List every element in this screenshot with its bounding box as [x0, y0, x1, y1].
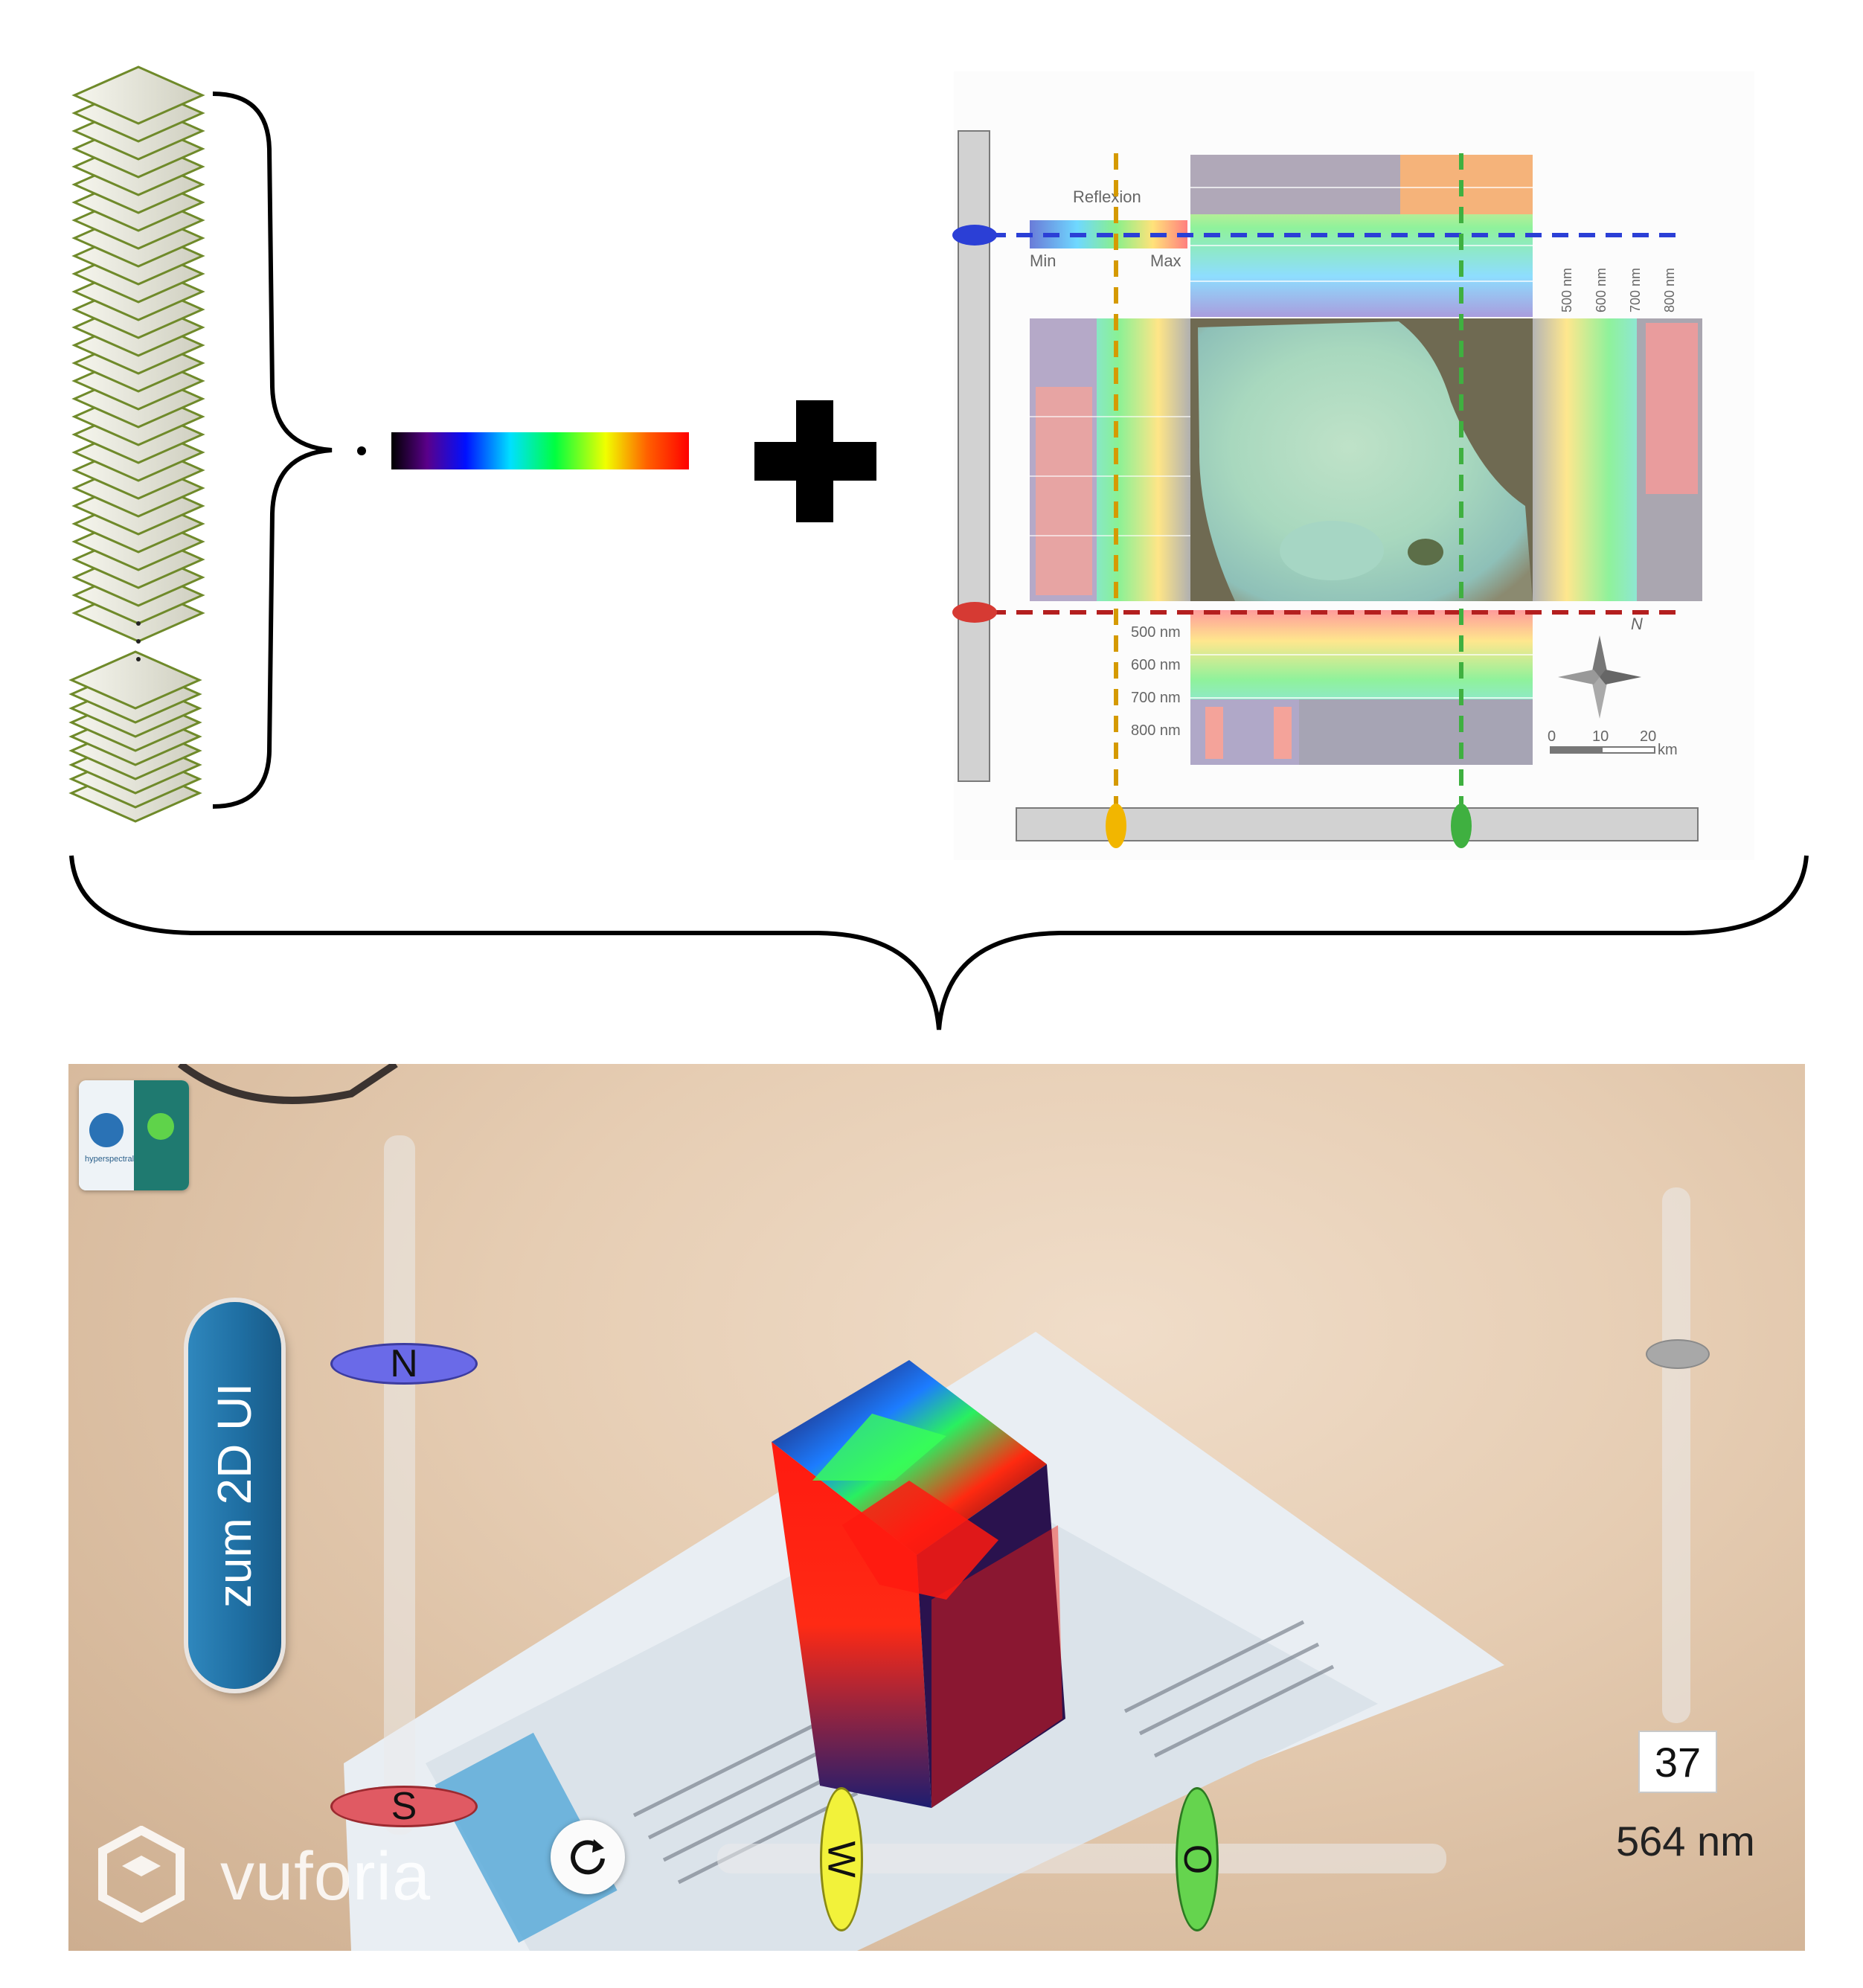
band-slider-handle[interactable] — [1646, 1339, 1710, 1369]
svg-text:600 nm: 600 nm — [1594, 268, 1609, 312]
top-diagram: Reflexion Min Max 500 nm 600 nm 700 nm 8… — [68, 65, 1809, 1030]
reset-rotation-button[interactable] — [551, 1820, 625, 1894]
large-curly-brace-icon — [69, 855, 1809, 1030]
band-slider-track[interactable] — [1662, 1187, 1690, 1723]
svg-text:N: N — [1631, 615, 1643, 633]
west-slider-label: W — [820, 1841, 863, 1878]
red-slider-handle[interactable] — [952, 602, 997, 623]
svg-text:10: 10 — [1592, 728, 1609, 745]
ar-camera-view: hyperspectral N S W O — [68, 1064, 1805, 1951]
stack-ellipsis — [136, 621, 141, 661]
legend-title: Reflexion — [1073, 187, 1141, 206]
svg-text:500 nm: 500 nm — [1131, 624, 1181, 641]
bottom-spectral-image — [1190, 610, 1533, 765]
svg-text:800 nm: 800 nm — [1662, 268, 1677, 312]
blue-slider-handle[interactable] — [952, 225, 997, 246]
paper-text-lines — [632, 1620, 1335, 1885]
south-slider-label: S — [391, 1785, 417, 1828]
south-slider-handle[interactable]: S — [330, 1785, 478, 1828]
plus-icon — [754, 400, 876, 522]
yellow-slider-handle[interactable] — [1106, 804, 1126, 848]
svg-text:600 nm: 600 nm — [1131, 657, 1181, 673]
east-slider-label: O — [1175, 1844, 1219, 1875]
legend-min: Min — [1030, 251, 1056, 270]
left-spectral-image — [1030, 318, 1190, 601]
right-wavelength-labels: 500 nm 600 nm 700 nm 800 nm — [1559, 268, 1677, 312]
band-value-display: 37 — [1638, 1731, 1717, 1793]
svg-text:km: km — [1658, 742, 1678, 758]
svg-text:0: 0 — [1548, 728, 1556, 745]
svg-text:800 nm: 800 nm — [1131, 722, 1181, 739]
curly-brace-icon — [212, 92, 333, 809]
logo-text: hyperspectral — [85, 1155, 135, 1164]
spectral-layer — [68, 650, 202, 710]
app-logo: hyperspectral — [79, 1080, 189, 1190]
compass-rose-icon: N — [1558, 615, 1643, 719]
scale-bar: 0 10 20 km — [1548, 728, 1678, 758]
right-spectral-image — [1533, 318, 1702, 601]
vuforia-logo-icon — [98, 1826, 185, 1923]
spectrum-bar — [391, 432, 689, 469]
band-value: 37 — [1654, 1738, 1702, 1786]
north-slider-handle[interactable]: N — [330, 1342, 478, 1385]
switch-to-2d-button[interactable]: zum 2D UI — [188, 1302, 281, 1689]
reset-rotation-icon — [571, 1839, 605, 1875]
bottom-wavelength-labels: 500 nm 600 nm 700 nm 800 nm — [1131, 624, 1181, 739]
satellite-image — [1190, 318, 1533, 601]
ar-scene — [177, 1064, 1504, 1951]
north-south-slider-track[interactable] — [384, 1135, 415, 1835]
svg-text:700 nm: 700 nm — [1131, 690, 1181, 706]
svg-text:500 nm: 500 nm — [1559, 268, 1574, 312]
green-slider-handle[interactable] — [1451, 804, 1472, 848]
west-slider-handle[interactable]: W — [820, 1787, 863, 1931]
legend-max: Max — [1150, 251, 1181, 270]
spectral-layer — [71, 65, 205, 125]
horizontal-slider-track[interactable] — [1016, 807, 1699, 841]
north-slider-label: N — [390, 1342, 418, 1385]
svg-text:700 nm: 700 nm — [1628, 268, 1643, 312]
svg-text:20: 20 — [1640, 728, 1656, 745]
vuforia-watermark: vuforia — [220, 1838, 432, 1914]
east-slider-handle[interactable]: O — [1176, 1787, 1219, 1931]
switch-to-2d-label: zum 2D UI — [208, 1382, 262, 1609]
hyperspectral-cube — [772, 1360, 1065, 1808]
top-spectral-image — [1190, 155, 1533, 317]
wavelength-value: 564 nm — [1616, 1818, 1755, 1864]
layer-stack — [68, 65, 205, 823]
